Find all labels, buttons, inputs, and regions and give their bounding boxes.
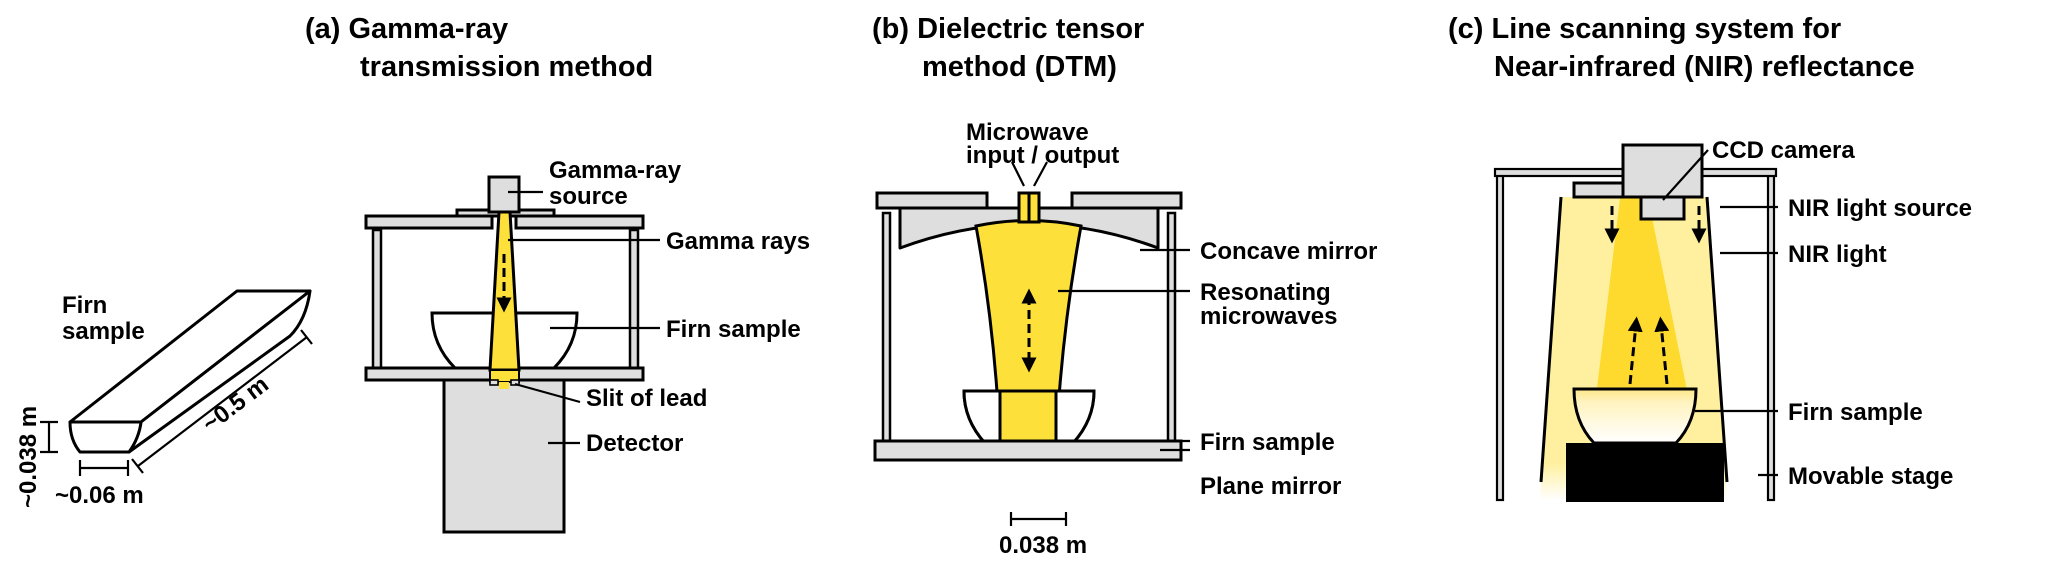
panel-a-title-line1: (a) Gamma-ray (305, 13, 508, 45)
slit-lead-left (489, 379, 499, 386)
reflected-beam (1595, 198, 1690, 405)
label-concave-mirror: Concave mirror (1200, 238, 1377, 265)
leader-io-right (1033, 161, 1048, 187)
panel-a: (a) Gamma-ray transmission method Firn s… (15, 13, 810, 534)
leader-slit (514, 382, 581, 404)
label-source-line1: Gamma-ray (549, 157, 682, 184)
frame-post-left (881, 211, 892, 443)
firn-sample-label-line2: sample (62, 318, 145, 345)
plane-mirror (873, 439, 1183, 462)
dim-width-label: ~0.06 m (55, 482, 144, 509)
panel-c-title-line2: Near-infrared (NIR) reflectance (1494, 51, 1915, 83)
panel-b-title-line2: method (DTM) (922, 51, 1117, 83)
frame-post-left (371, 228, 383, 372)
block-front-face (68, 420, 143, 454)
label-resonating-line2: microwaves (1200, 303, 1337, 330)
movable-stage (1566, 443, 1724, 502)
top-plate-left (875, 191, 989, 210)
label-nir-light: NIR light (1788, 241, 1887, 268)
label-firn-sample-b: Firn sample (1200, 429, 1335, 456)
label-firn-sample-a: Firn sample (666, 316, 801, 343)
label-io-line2: input / output (966, 142, 1119, 169)
label-resonating-line1: Resonating (1200, 279, 1331, 306)
panel-a-title-line2: transmission method (360, 51, 653, 83)
frame-post-right (1166, 211, 1177, 443)
bowl-right-part (1054, 389, 1096, 445)
width-dimension: ~0.06 m (55, 460, 144, 509)
firn-sample-label-line1: Firn (62, 292, 107, 319)
top-plate-right (514, 214, 645, 230)
label-firn-sample-c: Firn sample (1788, 399, 1923, 426)
frame-post-right (628, 228, 640, 372)
label-io-line1: Microwave (966, 119, 1089, 146)
top-plate-left (364, 214, 494, 230)
reflect-arrow-up-left-icon (1627, 316, 1643, 385)
panel-b-title-line1: (b) Dielectric tensor (872, 13, 1144, 45)
label-movable-stage: Movable stage (1788, 463, 1953, 490)
height-dimension: ~0.038 m (15, 406, 58, 508)
leader-camera (1662, 149, 1709, 201)
leader-io-left (1011, 161, 1025, 187)
bowl-left-part (962, 389, 1002, 445)
detector (442, 376, 566, 534)
label-slit: Slit of lead (586, 385, 707, 412)
frame-post-right (1766, 173, 1776, 502)
label-gamma-rays: Gamma rays (666, 228, 810, 255)
scale-bar-label: 0.038 m (999, 532, 1087, 559)
panel-c-title-line1: (c) Line scanning system for (1448, 13, 1841, 45)
label-nir-light-source: NIR light source (1788, 195, 1972, 222)
label-ccd-camera: CCD camera (1712, 137, 1855, 164)
gamma-apparatus: Gamma-ray source Gamma rays Firn sample … (364, 157, 810, 534)
gamma-ray-source (487, 175, 521, 214)
panel-b: (b) Dielectric tensor method (DTM) (872, 13, 1377, 559)
slit-opening (499, 382, 509, 389)
dim-height-label: ~0.038 m (15, 406, 42, 508)
panel-c: (c) Line scanning system for Near-infrar… (1448, 13, 1972, 502)
scale-bar: 0.038 m (999, 512, 1087, 559)
light-edge-left (1539, 196, 1563, 483)
label-source-line2: source (549, 183, 628, 210)
firn-sample-bowl (1572, 387, 1698, 445)
top-plate-right (1070, 191, 1183, 210)
ccd-camera-lens (1639, 195, 1686, 221)
reflect-arrow-up-right-icon (1654, 316, 1670, 385)
light-edge-right (1705, 196, 1729, 483)
frame-post-left (1495, 173, 1505, 502)
firn-sample-block: Firn sample ~0.038 m ~0.06 m (15, 289, 313, 509)
label-plane-mirror: Plane mirror (1200, 473, 1341, 500)
label-detector: Detector (586, 430, 683, 457)
